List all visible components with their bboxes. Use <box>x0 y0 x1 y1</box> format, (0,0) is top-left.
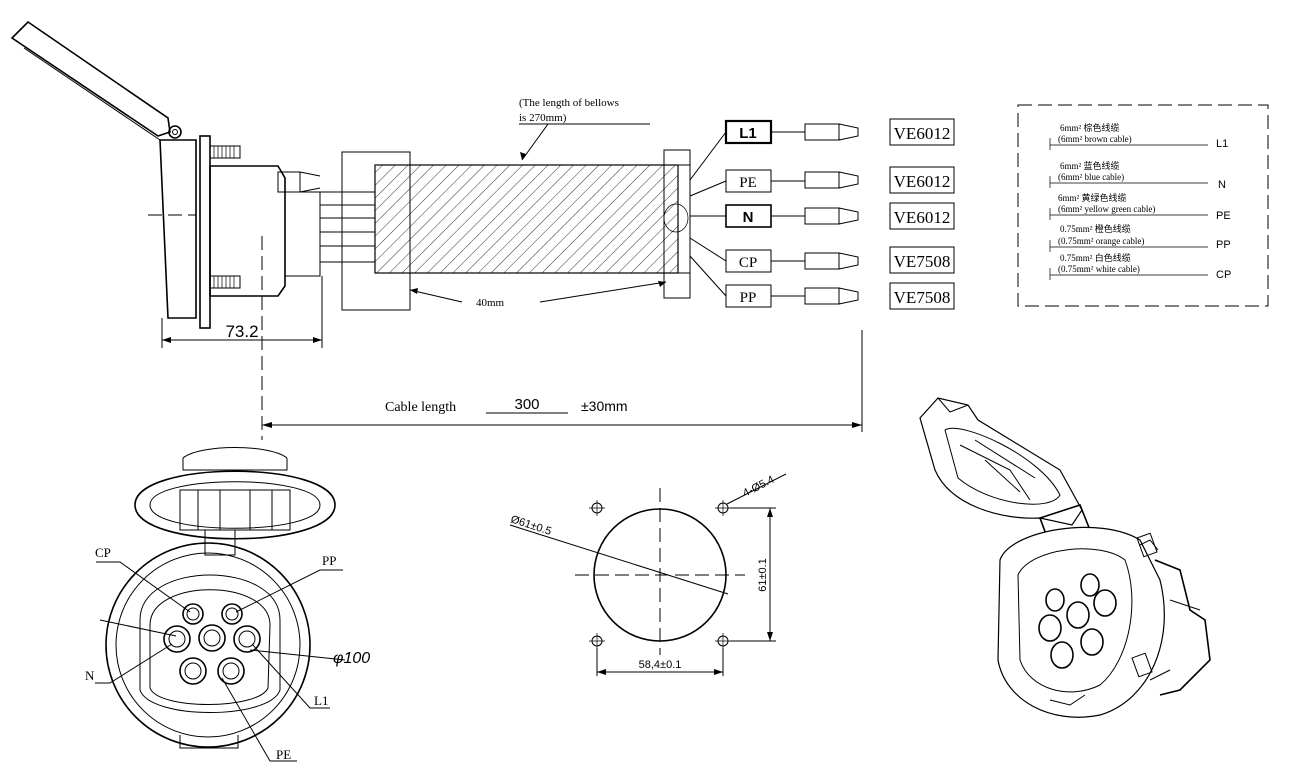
legend-pin: PP <box>1216 239 1231 251</box>
mounting-hole-pattern: 4-Ø5.4 Ø61±0.5 61±0.1 58,4±0.1 <box>509 473 787 676</box>
socket-depth-label: 73.2 <box>225 322 258 341</box>
terminal-label-pe: VE6012 <box>894 172 951 191</box>
pin-pp-hole <box>221 603 243 625</box>
socket-side-view <box>10 20 411 440</box>
mount-hole-tl <box>589 500 605 516</box>
pin-pe-hole-left <box>179 657 207 685</box>
legend-en: (6mm² yellow green cable) <box>1058 204 1155 214</box>
legend-row-pe: 6mm² 黄绿色线缆 (6mm² yellow green cable) PE <box>1049 192 1231 222</box>
front-label-l1: L1 <box>314 693 328 708</box>
pin-n-hole <box>163 625 191 653</box>
wire-label-cp: CP <box>739 255 757 271</box>
cable-length-label: Cable length <box>385 400 456 415</box>
cable-length-value: 300 <box>514 396 539 413</box>
front-label-pp: PP <box>322 553 336 568</box>
mount-hole-br <box>715 633 731 649</box>
legend-en: (6mm² brown cable) <box>1058 134 1132 144</box>
horizontal-spacing-label: 58,4±0.1 <box>639 659 682 671</box>
wire-label-pe: PE <box>739 175 757 191</box>
stripped-length-dimension: 40mm <box>409 281 667 309</box>
wire-row-n: N VE6012 <box>725 202 955 230</box>
front-label-n: N <box>85 668 95 683</box>
legend-row-n: 6mm² 蓝色线缆 (6mm² blue cable) N <box>1049 160 1226 191</box>
legend-row-cp: 0.75mm² 白色线缆 (0.75mm² white cable) CP <box>1049 252 1231 281</box>
cable-length-tolerance: ±30mm <box>581 398 628 414</box>
wire-label-pp: PP <box>740 290 757 306</box>
wire-row-l1: L1 VE6012 <box>724 118 955 146</box>
legend-en: (0.75mm² white cable) <box>1058 264 1140 274</box>
legend-pin: N <box>1218 179 1226 191</box>
mount-hole-tr <box>715 500 731 516</box>
legend-row-pp: 0.75mm² 橙色线缆 (0.75mm² orange cable) PP <box>1049 223 1231 252</box>
cable-length-dimension: Cable length 300 ±30mm <box>262 330 863 432</box>
stripped-length-label: 40mm <box>476 297 505 309</box>
wire-row-cp: CP VE7508 <box>725 246 955 274</box>
legend-en: (0.75mm² orange cable) <box>1058 236 1144 246</box>
terminal-label-pp: VE7508 <box>894 288 951 307</box>
mount-holes-label: 4-Ø5.4 <box>741 474 776 500</box>
hole-circle-label: Ø61±0.5 <box>509 513 553 537</box>
legend-cn: 6mm² 黄绿色线缆 <box>1058 192 1126 203</box>
cable-legend: 6mm² 棕色线缆 (6mm² brown cable) L1 6mm² 蓝色线… <box>1017 104 1269 307</box>
pin-l1-hole <box>233 625 261 653</box>
legend-pin: CP <box>1216 269 1231 281</box>
wire-fanout <box>689 131 727 297</box>
bottom-stud <box>209 275 241 289</box>
legend-cn: 6mm² 蓝色线缆 <box>1060 160 1119 171</box>
pin-center-hole <box>198 624 226 652</box>
bellows <box>374 149 691 299</box>
legend-cn: 0.75mm² 橙色线缆 <box>1060 223 1131 234</box>
socket-front-view: CP PP N L1 PE φ100 <box>85 447 370 762</box>
face-diameter-label: φ100 <box>333 650 370 667</box>
top-stud <box>209 145 241 159</box>
wire-label-n: N <box>743 209 754 226</box>
pin-cp-hole <box>182 603 204 625</box>
legend-cn: 6mm² 棕色线缆 <box>1060 122 1119 133</box>
wire-label-l1: L1 <box>739 125 757 142</box>
vertical-spacing-label: 61±0.1 <box>757 558 769 592</box>
legend-pin: L1 <box>1216 138 1228 150</box>
mount-hole-bl <box>589 633 605 649</box>
socket-depth-dimension: 73.2 <box>161 276 323 348</box>
terminal-label-cp: VE7508 <box>894 252 951 271</box>
legend-en: (6mm² blue cable) <box>1058 172 1124 182</box>
terminal-label-n: VE6012 <box>894 208 951 227</box>
front-label-cp: CP <box>95 545 111 560</box>
socket-isometric-view <box>919 397 1211 718</box>
legend-row-l1: 6mm² 棕色线缆 (6mm² brown cable) L1 <box>1049 122 1228 150</box>
pin-pe-hole-right <box>217 657 245 685</box>
front-label-pe: PE <box>276 747 291 762</box>
terminal-label-l1: VE6012 <box>894 124 951 143</box>
wire-row-pe: PE VE6012 <box>725 166 955 194</box>
legend-cn: 0.75mm² 白色线缆 <box>1060 252 1131 263</box>
wire-row-pp: PP VE7508 <box>725 282 955 310</box>
bellows-note-line2: is 270mm) <box>519 112 567 124</box>
legend-pin: PE <box>1216 210 1231 222</box>
bellows-note: (The length of bellows is 270mm) <box>519 97 650 161</box>
bellows-note-line1: (The length of bellows <box>519 97 619 109</box>
